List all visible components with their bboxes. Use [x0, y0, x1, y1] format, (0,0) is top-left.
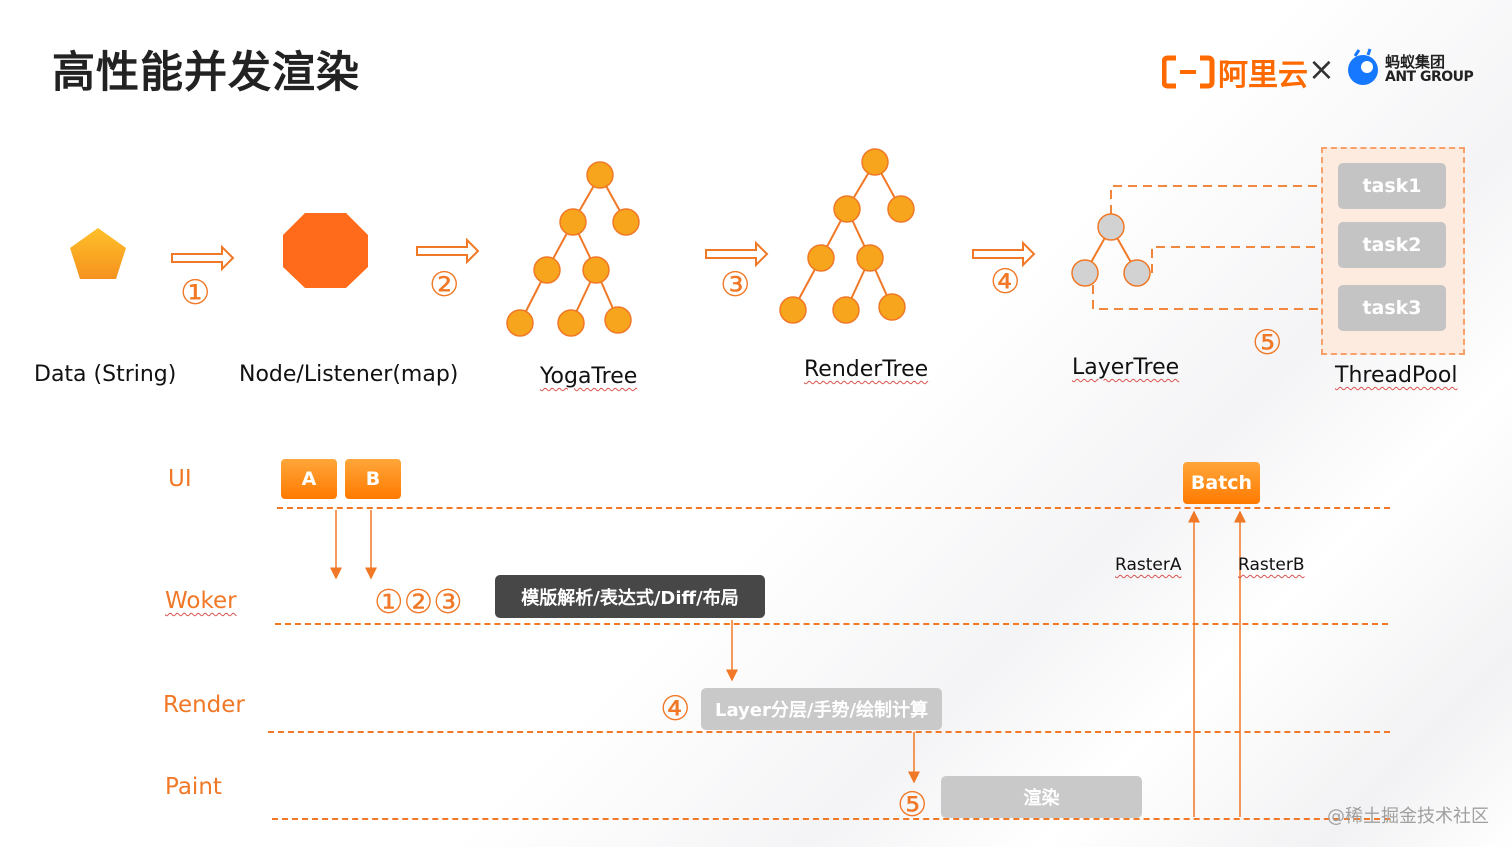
lane-divider-worker: [275, 623, 1388, 625]
worker-steps: ①②③: [374, 582, 463, 621]
transition-arrow-1: [171, 244, 235, 272]
transition-arrow-2: [416, 237, 480, 265]
paint-task-box: 渲染: [941, 776, 1142, 818]
step-3: ③: [720, 265, 751, 305]
transition-arrow-3: [705, 240, 769, 268]
raster-a-label: RasterA: [1115, 555, 1182, 575]
label-render-tree: RenderTree: [804, 357, 929, 382]
task-2: task2: [1338, 222, 1446, 268]
render-task-box: Layer分层/手势/绘制计算: [701, 688, 942, 730]
transition-arrow-4: [972, 240, 1036, 268]
lane-divider-paint: [272, 818, 1390, 820]
page-title: 高性能并发渲染: [52, 48, 360, 98]
aliyun-logo-icon: [1162, 55, 1215, 89]
watermark: @稀土掘金技术社区: [1327, 806, 1489, 827]
ant-group-logo-icon: [1348, 48, 1378, 85]
label-node-listener: Node/Listener(map): [239, 362, 459, 387]
yoga-tree-nodes: [506, 161, 640, 337]
render-tree-nodes: [779, 148, 915, 324]
logo-times: ×: [1308, 50, 1335, 88]
lane-render: Render: [163, 692, 245, 718]
batch-chip: Batch: [1183, 462, 1260, 504]
render-step: ④: [660, 689, 691, 729]
raster-b-label: RasterB: [1238, 555, 1305, 575]
paint-step: ⑤: [897, 785, 928, 825]
lane-paint: Paint: [165, 774, 222, 800]
brand-logos: 阿里云 × 蚂蚁集团 ANT GROUP: [1160, 48, 1480, 98]
ui-chip-b: B: [345, 459, 401, 499]
lane-ui: UI: [168, 466, 192, 492]
ant-group-logo-en: ANT GROUP: [1385, 69, 1474, 85]
timeline-arrows: [330, 510, 1246, 817]
lane-worker: Woker: [165, 588, 237, 614]
label-data-string: Data (String): [34, 362, 177, 387]
step-1: ①: [180, 273, 211, 313]
worker-task-box: 模版解析/表达式/Diff/布局: [495, 575, 765, 618]
aliyun-logo-text: 阿里云: [1218, 58, 1308, 93]
step-2: ②: [429, 265, 460, 305]
layer-tree-nodes: [1071, 213, 1151, 287]
layer-tree-dashed-links: [1092, 178, 1339, 317]
step-5: ⑤: [1252, 323, 1283, 363]
label-layer-tree: LayerTree: [1072, 355, 1180, 380]
task-1: task1: [1338, 163, 1446, 209]
render-tree-icon: [792, 161, 902, 311]
lane-divider-ui: [277, 507, 1390, 509]
ant-group-logo-cn: 蚂蚁集团: [1385, 53, 1446, 71]
data-pentagon-icon: [70, 228, 126, 279]
node-octagon-icon: [283, 213, 368, 288]
step-4: ④: [990, 262, 1021, 302]
label-thread-pool: ThreadPool: [1335, 363, 1458, 388]
task-3: task3: [1338, 285, 1446, 331]
yoga-tree-icon: [519, 174, 627, 324]
label-yoga-tree: YogaTree: [540, 364, 638, 389]
ui-chip-a: A: [281, 459, 337, 499]
lane-divider-render: [268, 731, 1390, 733]
